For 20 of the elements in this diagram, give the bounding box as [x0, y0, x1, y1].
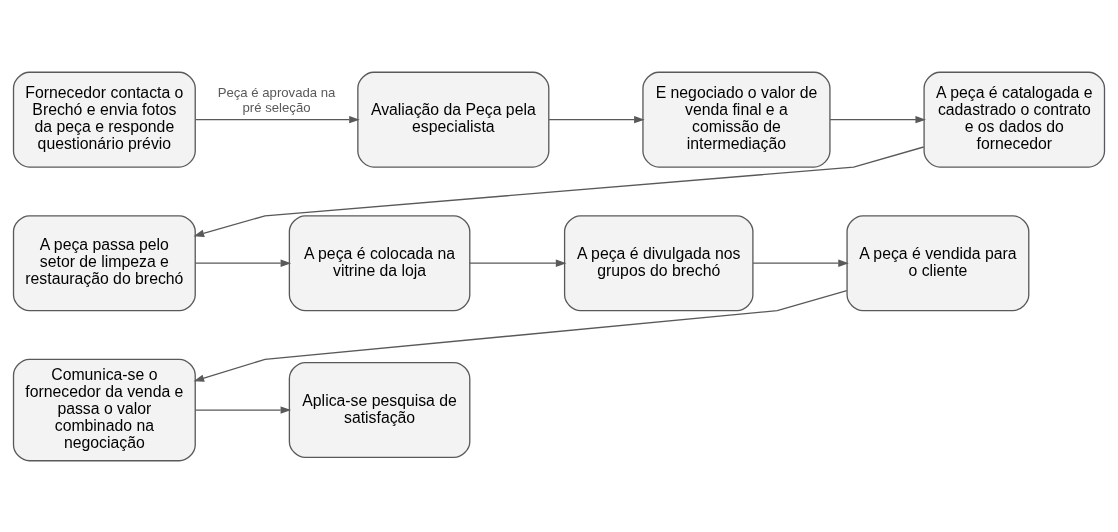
arrow	[469, 259, 567, 267]
edge-label: Peça é aprovada na pré seleção	[217, 84, 336, 115]
arrow	[829, 115, 926, 123]
arrow	[548, 115, 645, 123]
node-box: A peça passa pelo setor de limpeza e restauração do brechó	[12, 214, 196, 311]
node-box: Fornecedor contacta o Brechó e envia fotos da peça e responde questionário prévio	[12, 71, 196, 168]
arrow	[193, 145, 925, 237]
arrow	[194, 259, 292, 267]
node-box: A peça é catalogada e cadastrado o contrato e os dados do fornecedor	[923, 71, 1106, 168]
node-box: A peça é vendida para o cliente	[846, 214, 1030, 311]
node-box: Aplica-se pesquisa de satisfação	[288, 361, 471, 458]
arrow	[194, 405, 292, 414]
node-box: E negociado o valor de venda final e a comissão de intermediação	[642, 71, 831, 168]
node-box: Comunica-se o fornecedor da venda e passa o valor combinado na negociação	[12, 358, 196, 461]
node-box: A peça é divulgada nos grupos do brechó	[563, 214, 754, 311]
arrow	[193, 289, 848, 382]
node-box: Avaliação da Peça pela especialista	[357, 71, 550, 168]
arrow	[194, 115, 360, 123]
node-box: A peça é colocada na vitrine da loja	[288, 214, 471, 311]
arrow	[752, 259, 849, 267]
